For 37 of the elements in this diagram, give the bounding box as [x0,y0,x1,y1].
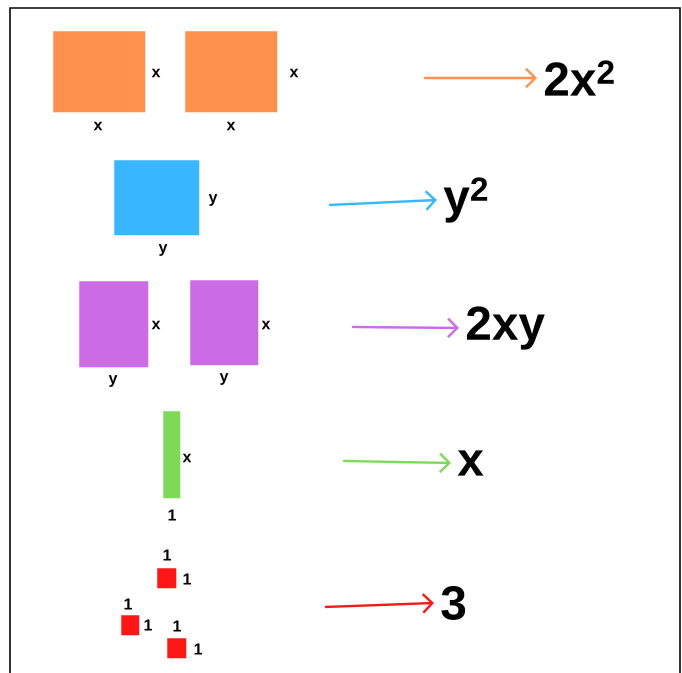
arrow [352,318,459,338]
side-label: 1 [194,644,202,654]
side-label: x [152,320,160,330]
arrow [324,593,434,614]
square [167,638,186,658]
side-label: x [152,68,160,78]
arrow [342,452,451,473]
side-label: 1 [174,620,181,632]
square [157,568,176,588]
term-label: 2xy [466,306,545,350]
square [190,280,258,366]
square [53,31,146,112]
arrow [424,68,537,88]
side-label: y [220,373,228,385]
side-label: 1 [164,550,171,560]
side-label: 1 [184,574,191,584]
square [163,411,180,498]
side-label: x [226,122,236,130]
square [114,160,200,236]
term-label: x [458,450,484,476]
square [79,281,148,368]
side-label: 1 [168,510,176,520]
side-label: 1 [124,598,132,610]
square [121,615,140,636]
side-label: y [108,375,118,387]
side-label: y [158,244,168,256]
side-label: x [290,68,298,78]
term-label: y$^{2}$ [444,177,488,223]
side-label: x [262,320,270,330]
square [185,31,278,112]
side-label: y [208,194,218,206]
arrow [328,190,437,211]
side-label: 1 [144,620,152,630]
term-label: 2x$^{2}$ [544,60,614,96]
side-label: x [94,122,102,130]
term-label: 3 [441,586,466,620]
side-label: x [182,454,192,462]
